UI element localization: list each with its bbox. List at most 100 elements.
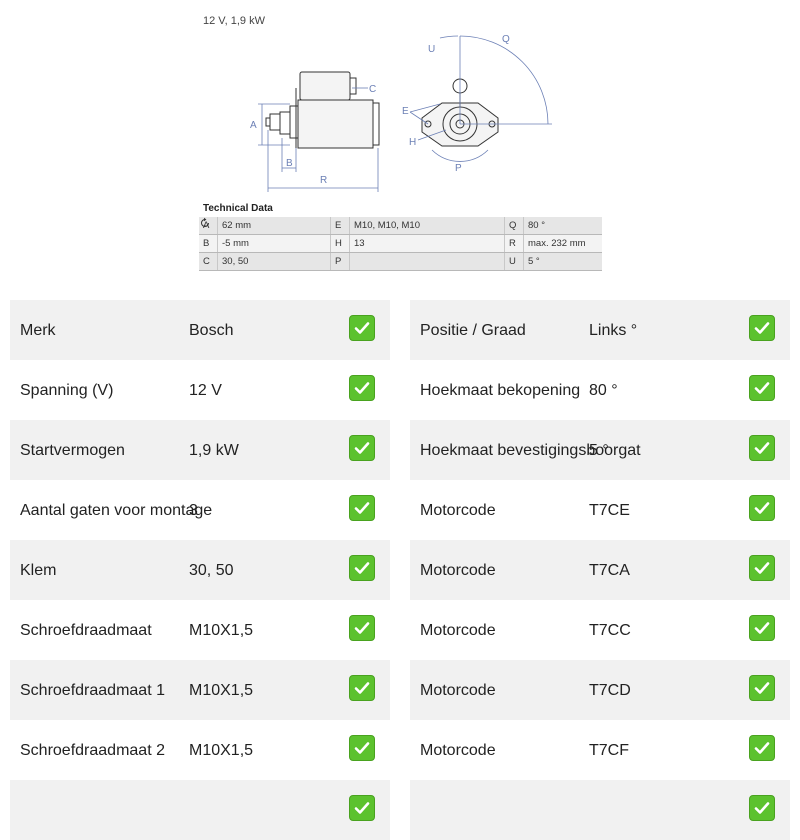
check-mark-icon: [349, 795, 375, 821]
technical-data-table: A 62 mm E M10, M10, M10 Q 80 ° B -5 mm H…: [199, 217, 602, 271]
spec-label: Klem: [20, 562, 57, 579]
td-value: 30, 50: [217, 252, 331, 271]
check-mark-icon: [749, 735, 775, 761]
spec-value: Bosch: [189, 322, 234, 339]
td-key: U: [504, 252, 524, 271]
spec-value: 80 °: [589, 382, 618, 399]
spec-row: Schroefdraadmaat 1 M10X1,5: [10, 660, 390, 720]
spec-row: Klem 30, 50: [10, 540, 390, 600]
td-value: max. 232 mm: [523, 234, 602, 253]
spec-row: Motorcode T7CA: [410, 540, 790, 600]
spec-label: Motorcode: [420, 742, 496, 759]
spec-value: 3: [189, 502, 198, 519]
td-value: -5 mm: [217, 234, 331, 253]
td-key: B: [199, 234, 218, 253]
dim-label-b: B: [286, 158, 293, 169]
spec-label: Motorcode: [420, 502, 496, 519]
check-mark-icon: [749, 795, 775, 821]
spec-value: 12 V: [189, 382, 222, 399]
spec-label: Spanning (V): [20, 382, 114, 399]
td-key: C: [199, 252, 218, 271]
spec-row: Motorcode T7CC: [410, 600, 790, 660]
spec-value: Links °: [589, 322, 638, 339]
td-key: E: [330, 217, 350, 235]
td-value-p: [201, 217, 505, 271]
spec-value: 5 °: [589, 442, 609, 459]
spec-value: M10X1,5: [189, 622, 254, 639]
spec-row: Motorcode T7CF: [410, 720, 790, 780]
spec-label: Motorcode: [420, 622, 496, 639]
starter-motor-diagram: A B C R Q U E: [250, 34, 552, 192]
product-title: 12 V, 1,9 kW: [203, 15, 265, 27]
spec-label: Positie / Graad: [420, 322, 526, 339]
check-mark-icon: [349, 495, 375, 521]
technical-data-title: Technical Data: [203, 203, 273, 214]
dim-label-e: E: [402, 106, 409, 117]
technical-data-row: B -5 mm H 13 R max. 232 mm: [199, 234, 602, 253]
spec-label: Schroefdraadmaat 1: [20, 682, 165, 699]
technical-data-row: C 30, 50 P U 5 °: [199, 217, 602, 271]
td-value: 13: [349, 234, 505, 253]
check-mark-icon: [349, 615, 375, 641]
dim-label-p: P: [455, 163, 462, 174]
spec-label: Schroefdraadmaat: [20, 622, 152, 639]
check-mark-icon: [749, 435, 775, 461]
check-mark-icon: [749, 375, 775, 401]
spec-value: T7CC: [589, 622, 631, 639]
check-mark-icon: [749, 555, 775, 581]
dim-label-h: H: [409, 137, 416, 148]
spec-value: M10X1,5: [189, 742, 254, 759]
check-mark-icon: [749, 675, 775, 701]
check-mark-icon: [749, 495, 775, 521]
spec-row: Aantal gaten voor montage 3: [10, 480, 390, 540]
spec-row: Schroefdraadmaat 2 M10X1,5: [10, 720, 390, 780]
spec-label: Schroefdraadmaat 2: [20, 742, 165, 759]
dim-label-c: C: [369, 84, 376, 95]
td-key: H: [330, 234, 350, 253]
td-key: Q: [504, 217, 524, 235]
check-mark-icon: [349, 375, 375, 401]
check-mark-icon: [749, 615, 775, 641]
td-key: P: [330, 252, 350, 271]
check-mark-icon: [349, 735, 375, 761]
specs-list-right: Positie / Graad Links ° Hoekmaat bekopen…: [410, 300, 790, 840]
td-value: 80 °: [523, 217, 602, 235]
spec-row: Startvermogen 1,9 kW: [10, 420, 390, 480]
check-mark-icon: [749, 315, 775, 341]
spec-label: Aantal gaten voor montage: [20, 502, 213, 519]
spec-row: [410, 780, 790, 840]
dim-label-q: Q: [502, 34, 510, 45]
spec-label: Hoekmaat bevestigingsboorgat: [420, 442, 641, 459]
spec-value: M10X1,5: [189, 682, 254, 699]
spec-label: Merk: [20, 322, 56, 339]
spec-row: Schroefdraadmaat M10X1,5: [10, 600, 390, 660]
check-mark-icon: [349, 315, 375, 341]
dim-label-r: R: [320, 175, 327, 186]
spec-label: Motorcode: [420, 682, 496, 699]
technical-data-row: A 62 mm E M10, M10, M10 Q 80 °: [199, 217, 602, 235]
spec-row: Positie / Graad Links °: [410, 300, 790, 360]
specs-list-left: Merk Bosch Spanning (V) 12 V Startvermog…: [10, 300, 390, 840]
spec-row: Merk Bosch: [10, 300, 390, 360]
spec-row: Spanning (V) 12 V: [10, 360, 390, 420]
check-mark-icon: [349, 675, 375, 701]
spec-row: [10, 780, 390, 840]
spec-row: Motorcode T7CD: [410, 660, 790, 720]
spec-value: T7CD: [589, 682, 631, 699]
check-mark-icon: [349, 435, 375, 461]
spec-value: T7CE: [589, 502, 630, 519]
spec-row: Hoekmaat bevestigingsboorgat 5 °: [410, 420, 790, 480]
td-key: A: [199, 217, 218, 235]
product-drawing: 12 V, 1,9 kW: [0, 0, 800, 290]
td-value: 5 °: [523, 252, 602, 271]
spec-value: T7CF: [589, 742, 629, 759]
td-value: M10, M10, M10: [349, 217, 505, 235]
spec-row: Motorcode T7CE: [410, 480, 790, 540]
spec-label: Startvermogen: [20, 442, 125, 459]
rotation-direction-icon: [201, 217, 209, 227]
spec-label: Motorcode: [420, 562, 496, 579]
spec-value: T7CA: [589, 562, 630, 579]
spec-row: Hoekmaat bekopening 80 °: [410, 360, 790, 420]
spec-label: Hoekmaat bekopening: [420, 382, 581, 399]
check-mark-icon: [349, 555, 375, 581]
